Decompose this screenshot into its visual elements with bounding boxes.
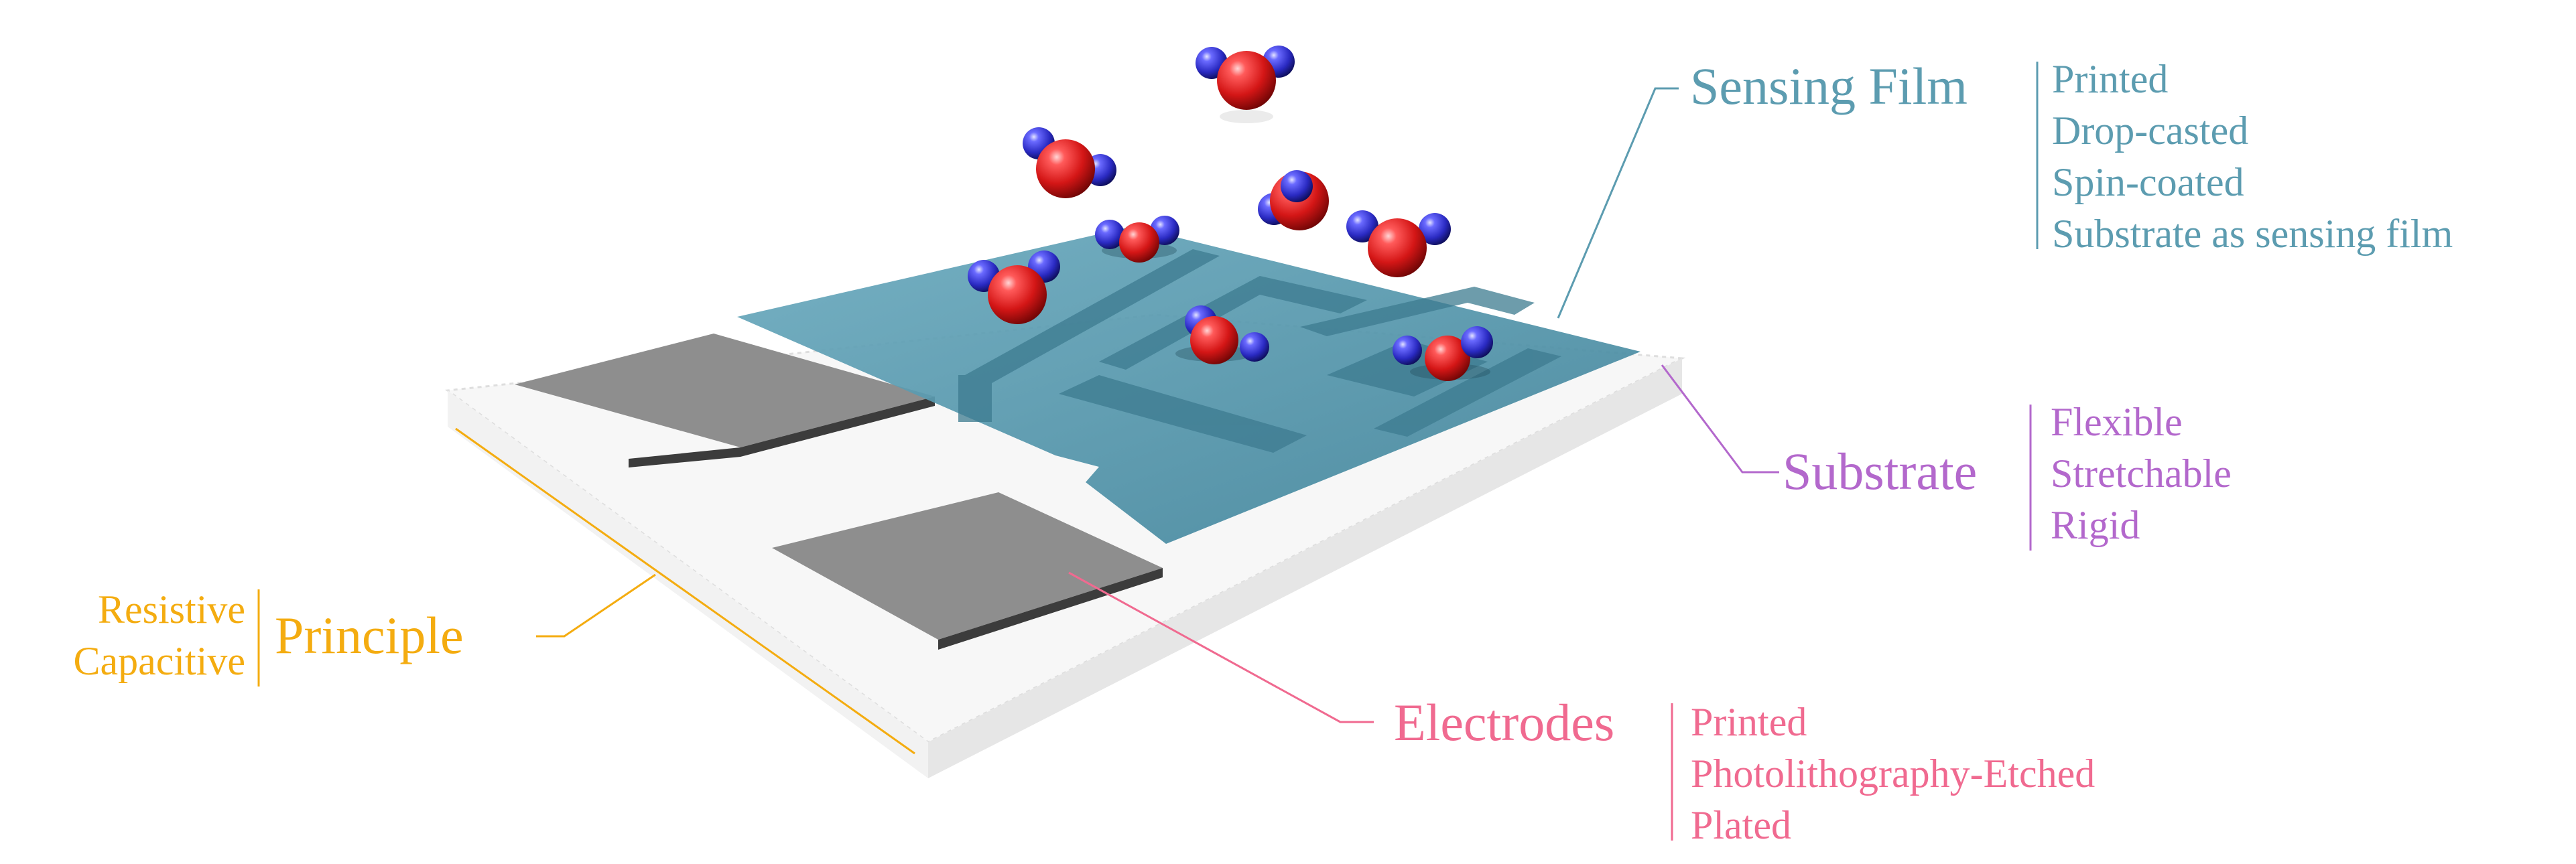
electrode-pad-top bbox=[515, 334, 935, 447]
sensing-film-option: Printed bbox=[2052, 57, 2169, 101]
sensing-film-options: Printed Drop-casted Spin-coated Substrat… bbox=[2052, 54, 2453, 260]
blue-atom bbox=[1419, 213, 1451, 245]
electrode-pads bbox=[515, 334, 1163, 650]
substrate-option: Rigid bbox=[2051, 503, 2140, 547]
principle-title: Principle bbox=[275, 606, 464, 664]
molecule bbox=[968, 250, 1060, 324]
molecule bbox=[1175, 305, 1269, 364]
electrode-pad-bottom bbox=[772, 492, 1163, 640]
blue-atom bbox=[1346, 210, 1378, 242]
red-atom bbox=[1036, 139, 1095, 198]
red-atom bbox=[1217, 51, 1276, 110]
substrate-leader bbox=[1661, 364, 1779, 474]
electrode-pad-top-edge bbox=[629, 397, 935, 467]
leader-lines bbox=[455, 87, 1779, 755]
principle-leader bbox=[536, 573, 656, 638]
blue-atom bbox=[1095, 220, 1124, 249]
substrate-left-face bbox=[448, 390, 928, 778]
sensing-film-leader bbox=[1557, 87, 1679, 319]
blue-atom bbox=[1281, 170, 1313, 202]
red-atom bbox=[1368, 218, 1427, 277]
blue-atom bbox=[1240, 332, 1269, 362]
label-dividers bbox=[257, 62, 2039, 841]
electrodes-title: Electrodes bbox=[1394, 693, 1615, 751]
principle-options: Resistive Capacitive bbox=[73, 584, 245, 687]
electrodes-option: Plated bbox=[1691, 803, 1791, 847]
electrodes-leader bbox=[1068, 571, 1374, 723]
electrodes-option: Photolithography-Etched bbox=[1691, 751, 2096, 796]
sensing-film-title: Sensing Film bbox=[1690, 57, 1968, 115]
molecule bbox=[1346, 210, 1451, 277]
molecule bbox=[1393, 326, 1493, 381]
sensing-film-option: Drop-casted bbox=[2052, 109, 2249, 153]
red-atom bbox=[988, 265, 1047, 324]
principle-option: Capacitive bbox=[73, 639, 245, 683]
gas-molecules bbox=[968, 46, 1493, 381]
red-atom bbox=[1119, 222, 1159, 263]
red-atom bbox=[1190, 316, 1238, 364]
molecule bbox=[1095, 216, 1179, 263]
blue-atom bbox=[1461, 326, 1493, 358]
molecule bbox=[1258, 170, 1329, 230]
substrate-options: Flexible Stretchable Rigid bbox=[2051, 397, 2232, 551]
electrodes-option: Printed bbox=[1691, 700, 1807, 744]
red-atom bbox=[1425, 336, 1470, 381]
principle-edge-highlight bbox=[455, 427, 915, 755]
electrode-pad-bottom-edge bbox=[938, 568, 1163, 650]
substrate-option: Flexible bbox=[2051, 400, 2183, 444]
molecule bbox=[1023, 127, 1116, 198]
sensing-film-option: Substrate as sensing film bbox=[2052, 212, 2453, 256]
substrate-front-face bbox=[928, 358, 1682, 778]
blue-atom bbox=[1393, 336, 1422, 365]
substrate-title: Substrate bbox=[1783, 442, 1978, 500]
substrate-option: Stretchable bbox=[2051, 451, 2232, 496]
molecule bbox=[1196, 46, 1295, 123]
sensing-film-option: Spin-coated bbox=[2052, 160, 2244, 204]
electrodes-options: Printed Photolithography-Etched Plated bbox=[1691, 697, 2095, 851]
principle-option: Resistive bbox=[98, 587, 245, 632]
